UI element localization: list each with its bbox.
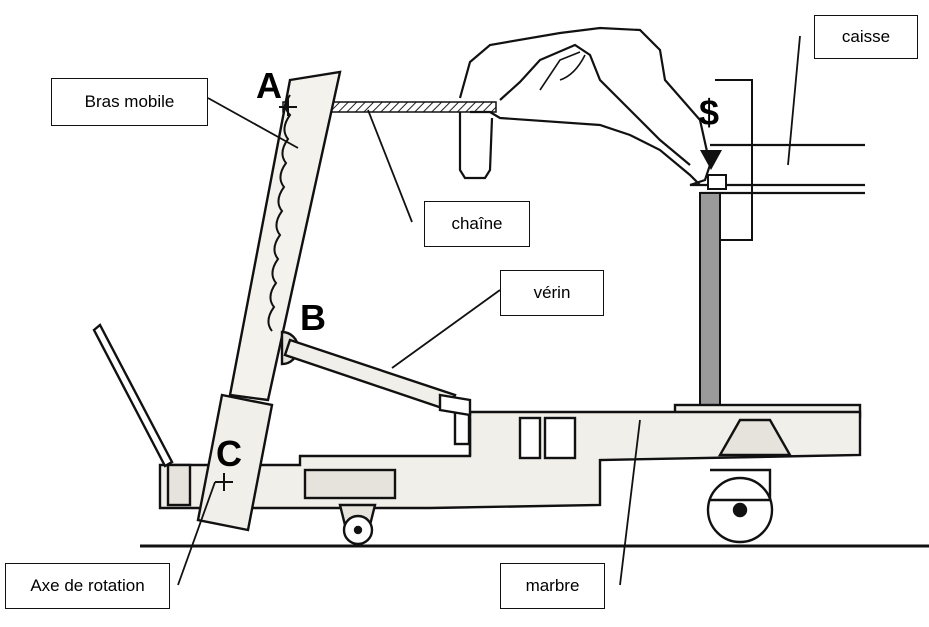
point-s-label: $ [699,92,720,133]
point-c-label: C [216,433,242,474]
arm-base [196,393,274,532]
bench-marbre [158,403,862,510]
label-verin: vérin [500,270,604,316]
label-caisse: caisse [814,15,918,59]
pivot-cross [215,473,233,491]
point-a-label: A [256,65,282,106]
label-axe-rotation: Axe de rotation [5,563,170,609]
arm-teeth [267,94,292,332]
label-marbre: marbre [500,563,605,609]
support-post [699,192,721,406]
clamp-arrow [700,150,722,170]
label-chaine: chaîne [424,201,530,247]
wheels [338,418,793,546]
mobile-arm [228,70,342,402]
car-body [458,26,865,195]
ram-verin [280,330,472,456]
handle [92,323,174,468]
leader-lines [177,35,801,586]
caisse-bracket [715,79,753,241]
clamp-head [707,174,727,190]
label-bras-mobile: Bras mobile [51,78,208,126]
a-cross [279,98,297,116]
point-b-label: B [300,297,326,338]
